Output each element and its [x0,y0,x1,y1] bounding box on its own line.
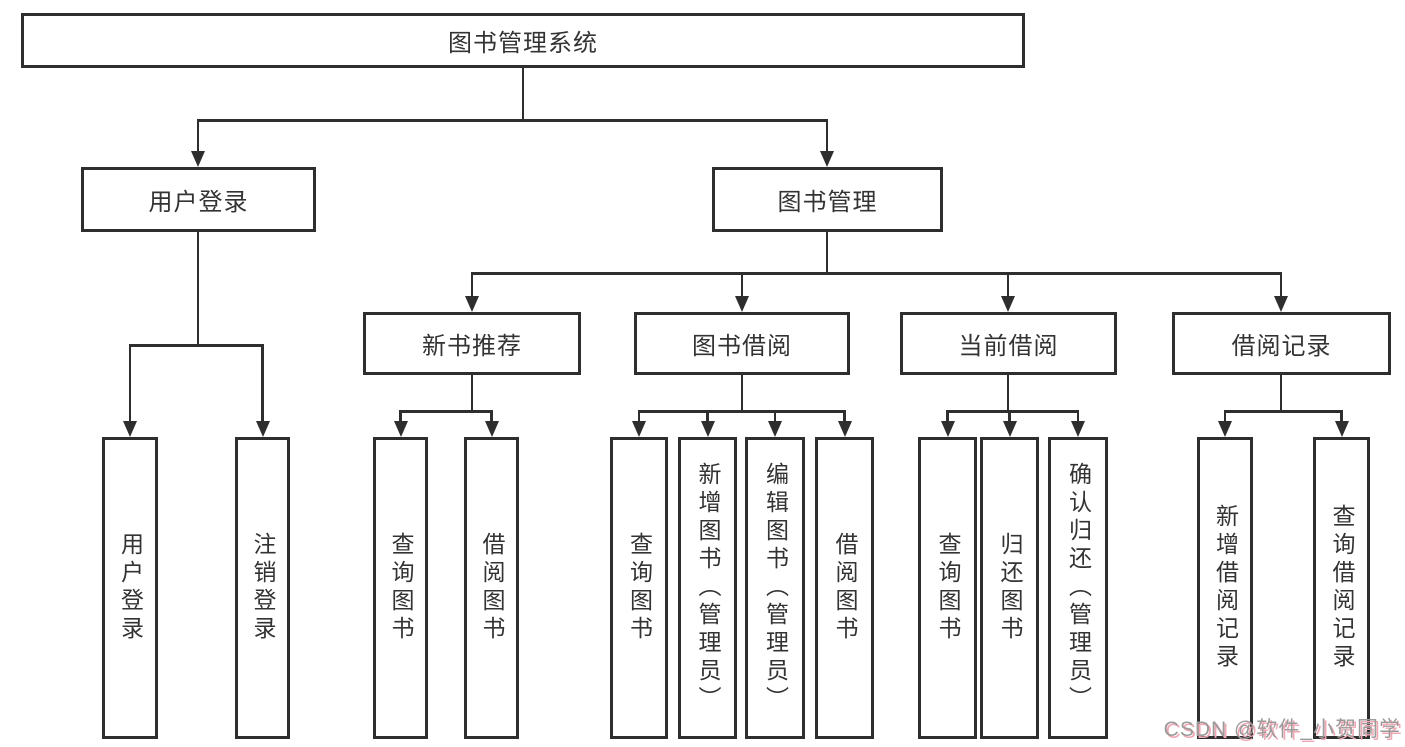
arrowhead-down-icon [1076,410,1080,421]
connector-line [470,375,474,410]
arrowhead-down-icon [399,410,402,421]
node-leaf-user-login: 用户登录 [102,437,158,739]
connector-line [740,375,744,410]
arrowhead-down-icon [1008,410,1011,421]
node-leaf-add-borrow-record: 新增借阅记录 [1197,437,1253,739]
node-leaf-add-book-admin: 新增图书（管理员） [678,437,737,739]
arrowhead-down-icon [1279,272,1283,296]
connector-line [196,119,829,122]
connector-line [521,68,525,119]
arrowhead-down-icon [490,410,493,421]
arrowhead-down-icon [196,119,200,151]
node-leaf-borrow-book-recommend: 借阅图书 [464,437,519,739]
connector-line [946,410,1080,413]
node-user-login: 用户登录 [81,167,316,232]
node-current-borrow: 当前借阅 [900,312,1117,375]
node-leaf-query-current: 查询图书 [918,437,977,739]
connector-line [637,410,846,413]
arrowhead-down-icon [1223,410,1227,421]
connector-line [1223,410,1343,413]
arrowhead-down-icon [637,410,641,421]
csdn-watermark: CSDN @软件_小贺同学 [1163,718,1401,741]
connector-line [128,344,264,347]
node-new-book-recommend: 新书推荐 [363,312,581,375]
arrowhead-down-icon [128,344,132,421]
arrowhead-down-icon [1340,410,1343,421]
node-leaf-return-book: 归还图书 [980,437,1039,739]
arrowhead-down-icon [843,410,846,421]
arrowhead-down-icon [825,119,829,151]
connector-line [1006,375,1010,410]
connector-line [470,272,1283,275]
arrowhead-down-icon [470,272,474,296]
arrowhead-down-icon [706,410,709,421]
arrowhead-down-icon [946,410,949,421]
arrowhead-down-icon [261,344,264,421]
arrowhead-down-icon [773,410,777,421]
node-leaf-query-book: 查询图书 [610,437,668,739]
node-book-borrow: 图书借阅 [634,312,850,375]
connector-line [825,232,829,272]
node-borrow-records: 借阅记录 [1172,312,1391,375]
connector-line [399,410,493,413]
node-leaf-borrow-book: 借阅图书 [815,437,874,739]
node-book-management: 图书管理 [712,167,943,232]
connector-line [196,232,200,344]
connector-line [1279,375,1283,410]
arrowhead-down-icon [1006,272,1010,296]
node-leaf-query-borrow-record: 查询借阅记录 [1313,437,1370,739]
node-root-library-management-system: 图书管理系统 [21,13,1025,68]
arrowhead-down-icon [740,272,744,296]
node-leaf-edit-book-admin: 编辑图书（管理员） [745,437,805,739]
node-leaf-query-book-recommend: 查询图书 [373,437,428,739]
node-leaf-logout: 注销登录 [235,437,290,739]
node-leaf-confirm-return-admin: 确认归还（管理员） [1048,437,1108,739]
